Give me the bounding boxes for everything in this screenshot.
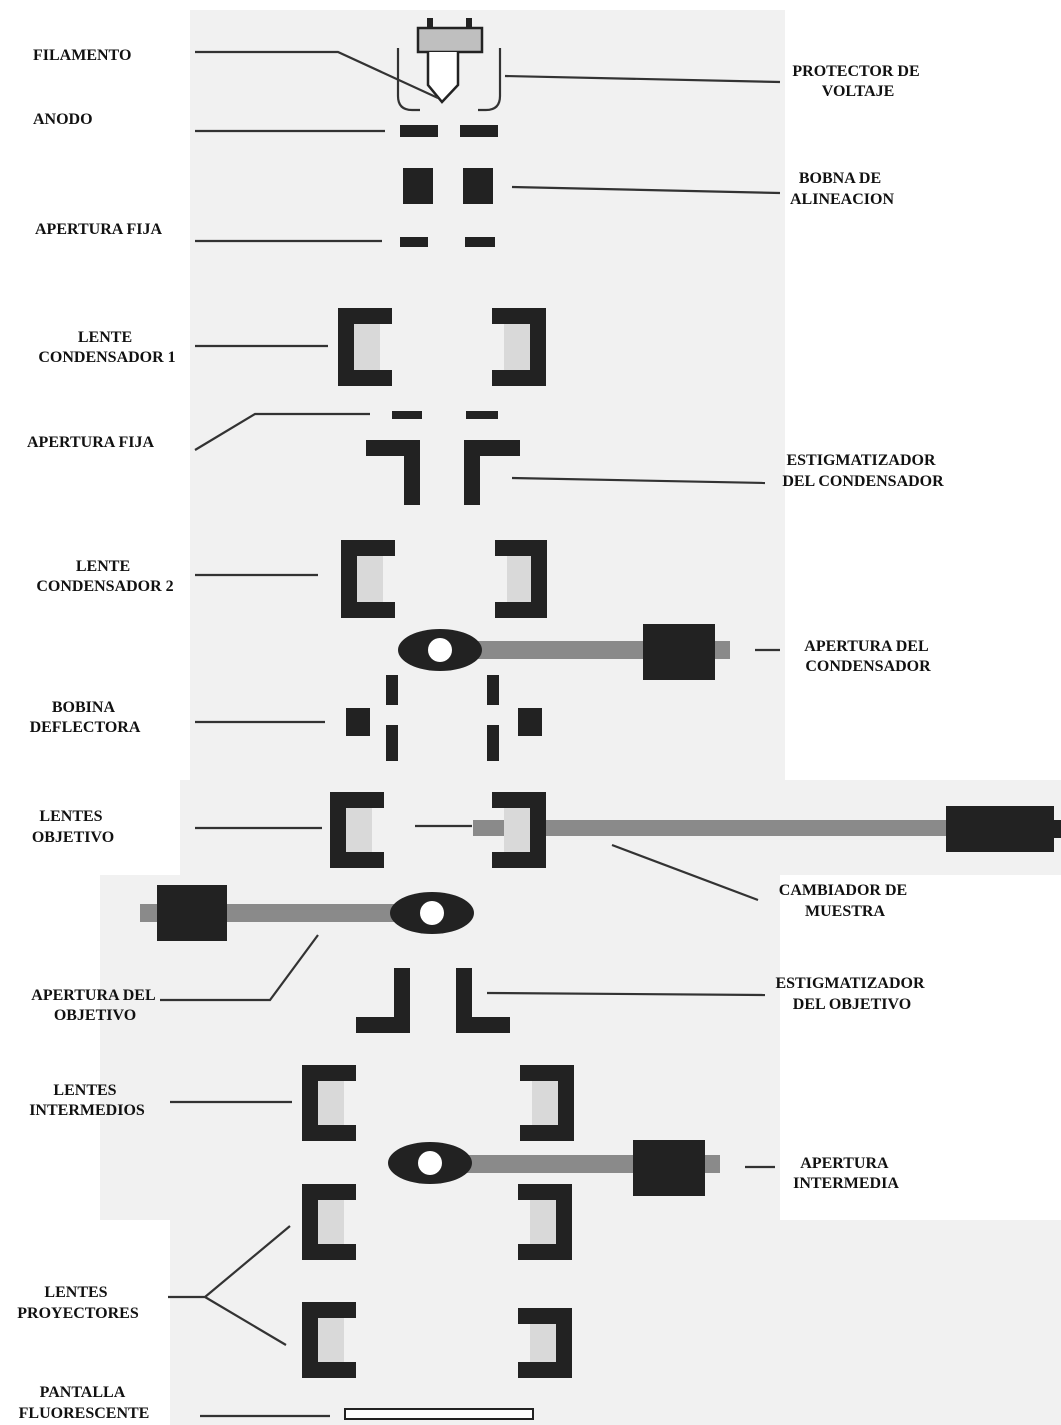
condenser-aperture — [398, 624, 730, 680]
alignment-coil — [403, 168, 493, 204]
label-apertura-del-condensador: APERTURA DEL CONDENSADOR — [804, 638, 931, 675]
fluorescent-screen — [344, 1408, 534, 1420]
label-lente-condensador-2: LENTE CONDENSADOR 2 — [36, 558, 173, 595]
label-lentes-proyectores: LENTES PROYECTORES — [17, 1284, 139, 1322]
condenser-stigmator — [366, 440, 520, 505]
projector-lens-2 — [302, 1302, 572, 1378]
label-estigmatizador-del-objetivo: ESTIGMATIZADOR DEL OBJETIVO — [775, 975, 928, 1013]
label-lente-condensador-1: LENTE CONDENSADOR 1 — [38, 329, 175, 366]
condenser-lens-2 — [341, 540, 547, 618]
specimen-holder — [473, 806, 1061, 852]
label-apertura-fija-2: APERTURA FIJA — [27, 434, 154, 451]
deflector-coil — [346, 675, 542, 761]
label-lentes-intermedios: LENTES INTERMEDIOS — [29, 1082, 145, 1119]
label-estigmatizador-del-condensador: ESTIGMATIZADOR DEL CONDENSADOR — [782, 452, 944, 490]
objective-aperture — [140, 885, 474, 941]
label-apertura-del-objetivo: APERTURA DEL OBJETIVO — [31, 987, 158, 1024]
label-cambiador-de-muestra: CAMBIADOR DE MUESTRA — [779, 882, 911, 920]
intermediate-lens — [302, 1065, 574, 1141]
fixed-aperture-2 — [392, 411, 498, 419]
label-lentes-objetivo: LENTES OBJETIVO — [32, 808, 114, 846]
label-filamento: FILAMENTO — [33, 47, 131, 64]
projector-lens-1 — [302, 1184, 572, 1260]
fixed-aperture-1 — [400, 237, 495, 247]
label-bobna-de-alineacion: BOBNA DE ALINEACION — [790, 170, 894, 208]
label-apertura-intermedia: APERTURA INTERMEDIA — [793, 1155, 899, 1192]
anode — [400, 125, 498, 137]
condenser-lens-1 — [338, 308, 546, 386]
voltage-shield — [396, 48, 502, 112]
filament — [416, 18, 484, 104]
intermediate-aperture — [388, 1140, 720, 1196]
leader-lines — [160, 50, 781, 1418]
objective-stigmator — [356, 968, 510, 1033]
label-pantalla-fluorescente: PANTALLA FLUORESCENTE — [19, 1384, 150, 1422]
label-bobina-deflectora: BOBINA DEFLECTORA — [30, 699, 141, 736]
label-apertura-fija-1: APERTURA FIJA — [35, 221, 162, 238]
label-anodo: ANODO — [33, 111, 93, 128]
objective-lens — [330, 792, 546, 868]
background-panels — [100, 10, 1061, 1425]
label-protector-de-voltaje: PROTECTOR DE VOLTAJE — [792, 63, 923, 100]
